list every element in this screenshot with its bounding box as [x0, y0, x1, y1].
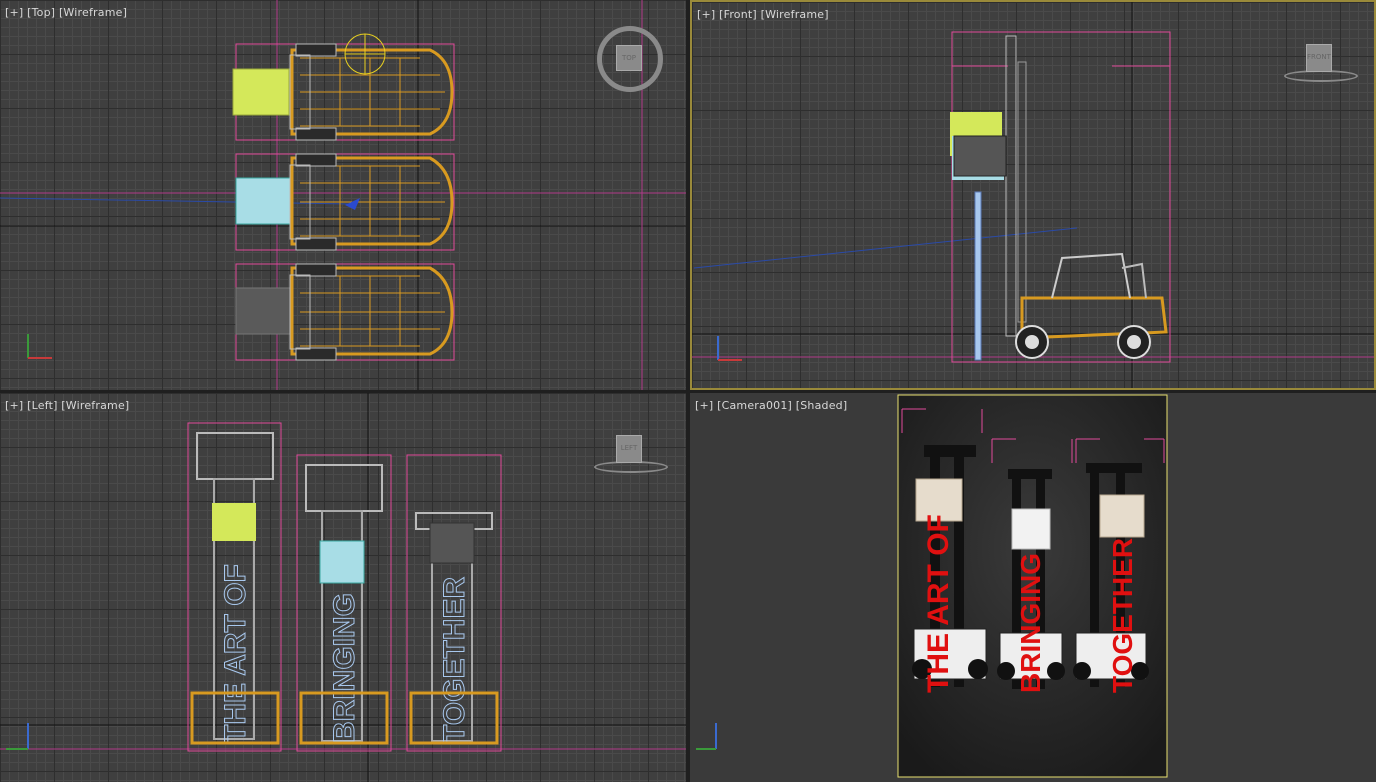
cam-forklift-1: THE ART OF [912, 445, 988, 693]
forklift-top-1 [232, 33, 455, 141]
viewport-left[interactable]: THE ART OF BRINGING TOGETHER [+] [Left] … [0, 393, 686, 782]
axis-tripod-icon [6, 723, 29, 750]
front-forklift-mast [950, 35, 1027, 361]
camera-scene: THE ART OF BRINGING TOGETHER [696, 394, 1168, 778]
front-scene [692, 2, 1374, 388]
left-forklift-3: TOGETHER [406, 454, 502, 752]
cam-text-1: THE ART OF [922, 514, 955, 693]
left-text-1: THE ART OF [219, 564, 252, 743]
viewport-label-camera[interactable]: [+] [Camera001] [Shaded] [695, 399, 848, 412]
viewcube-top-icon[interactable]: TOP [616, 45, 642, 71]
viewport-top[interactable]: [+] [Top] [Wireframe] TOP [0, 0, 686, 390]
cam-forklift-2: BRINGING [997, 469, 1065, 693]
left-text-2: BRINGING [328, 593, 361, 743]
forklift-top-3 [235, 263, 455, 361]
left-scene: THE ART OF BRINGING TOGETHER [0, 393, 686, 782]
top-scene [0, 0, 686, 390]
viewport-front[interactable]: [+] [Front] [Wireframe] FRONT [690, 0, 1376, 390]
cam-forklift-3: TOGETHER [1073, 463, 1149, 693]
axis-tripod-icon [717, 336, 742, 361]
axis-tripod-icon [696, 723, 717, 750]
axis-tripod-icon [27, 334, 52, 359]
front-forklift-body [1015, 252, 1168, 359]
viewport-camera[interactable]: THE ART OF BRINGING TOGETHER [+] [Camera [690, 393, 1376, 782]
left-text-3: TOGETHER [438, 577, 471, 743]
viewcube-left-icon[interactable]: LEFT [616, 435, 642, 463]
viewport-label-left[interactable]: [+] [Left] [Wireframe] [5, 399, 130, 412]
viewport-label-top[interactable]: [+] [Top] [Wireframe] [5, 6, 128, 19]
left-forklift-2: BRINGING [296, 454, 392, 752]
cam-text-3: TOGETHER [1107, 538, 1138, 693]
left-forklift-1: THE ART OF [187, 422, 282, 752]
viewcube-front-icon[interactable]: FRONT [1306, 44, 1332, 72]
viewport-label-front[interactable]: [+] [Front] [Wireframe] [697, 8, 829, 21]
cam-text-2: BRINGING [1015, 553, 1046, 693]
forklift-top-2 [235, 153, 455, 251]
viewcube-ring[interactable] [597, 26, 663, 92]
